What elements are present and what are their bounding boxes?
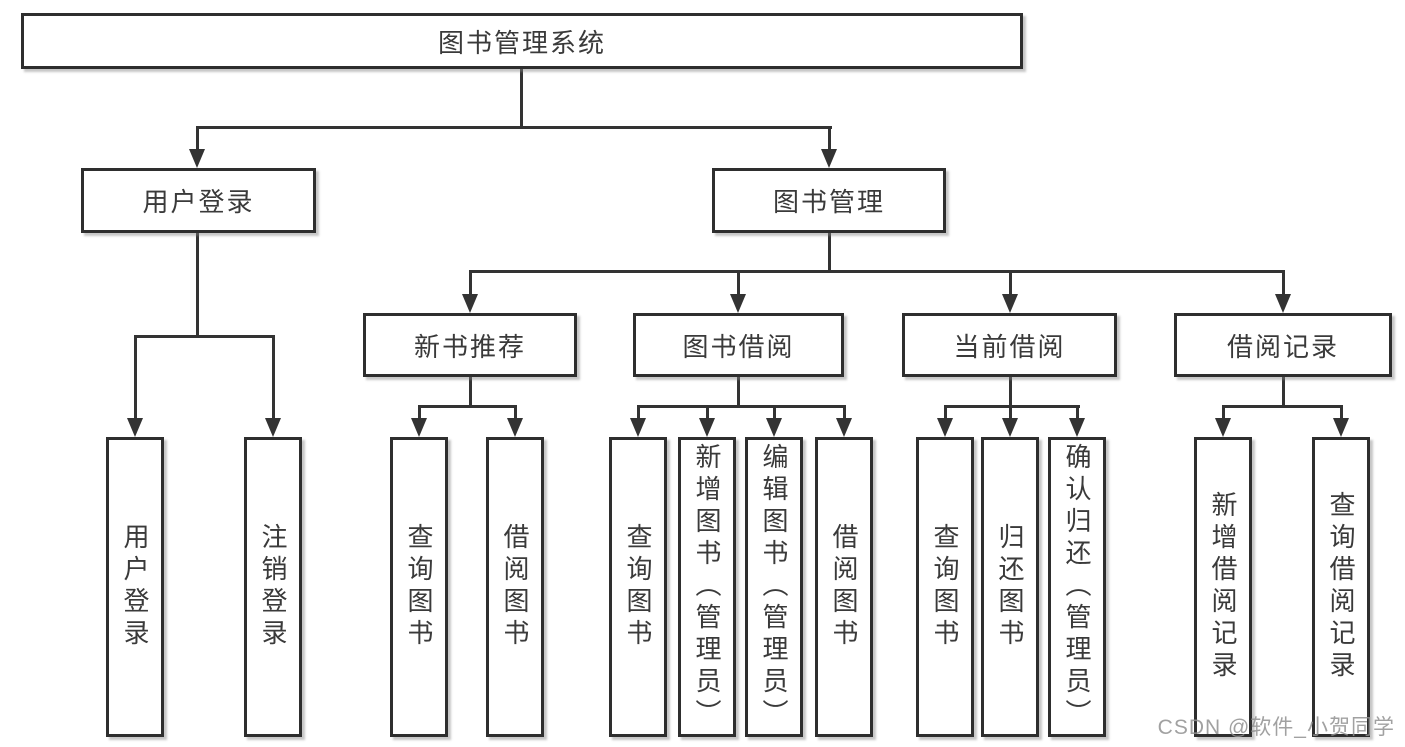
node-borrowing-records: 借阅记录 bbox=[1174, 313, 1392, 377]
connector-line-8 bbox=[737, 377, 740, 408]
arrowhead-icon-16 bbox=[1069, 418, 1085, 437]
arrowhead-icon-7 bbox=[1275, 294, 1291, 313]
arrowhead-icon-12 bbox=[766, 418, 782, 437]
connector-line-13 bbox=[1222, 405, 1343, 408]
arrow-shaft-11 bbox=[705, 406, 709, 422]
node-leaf-borrow-books-2: 借阅图书 bbox=[815, 437, 873, 737]
arrowhead-icon-5 bbox=[730, 294, 746, 313]
arrowhead-icon-17 bbox=[1215, 418, 1231, 437]
node-label-leaf-query-books-2: 查询图书 bbox=[623, 523, 653, 651]
arrowhead-icon-8 bbox=[411, 418, 427, 437]
arrowhead-icon-15 bbox=[1002, 418, 1018, 437]
arrow-shaft-15 bbox=[1008, 406, 1012, 422]
node-leaf-logout: 注销登录 bbox=[244, 437, 302, 737]
connector-line-12 bbox=[1282, 377, 1285, 408]
node-label-leaf-borrow-books-1: 借阅图书 bbox=[500, 523, 530, 651]
node-label-leaf-add-books: 新增图书（管理员） bbox=[692, 443, 722, 731]
node-root: 图书管理系统 bbox=[21, 13, 1023, 69]
connector-line-11 bbox=[944, 405, 1080, 408]
connector-line-0 bbox=[520, 68, 523, 128]
arrowhead-icon-4 bbox=[462, 294, 478, 313]
arrow-shaft-2 bbox=[133, 336, 137, 422]
node-leaf-borrow-books-1: 借阅图书 bbox=[486, 437, 544, 737]
node-leaf-query-books-2: 查询图书 bbox=[609, 437, 667, 737]
arrow-shaft-0 bbox=[195, 127, 199, 153]
node-new-book-recommend: 新书推荐 bbox=[363, 313, 577, 377]
arrow-shaft-7 bbox=[1281, 271, 1285, 298]
node-label-book-management: 图书管理 bbox=[772, 187, 885, 217]
arrowhead-icon-18 bbox=[1333, 418, 1349, 437]
node-book-management: 图书管理 bbox=[712, 168, 946, 233]
arrow-shaft-10 bbox=[636, 406, 640, 422]
node-label-borrowing-records: 借阅记录 bbox=[1226, 331, 1339, 362]
arrowhead-icon-6 bbox=[1002, 294, 1018, 313]
connector-line-4 bbox=[828, 233, 831, 272]
node-label-leaf-query-books-1: 查询图书 bbox=[404, 523, 434, 651]
node-label-leaf-confirm-return: 确认归还（管理员） bbox=[1062, 443, 1092, 731]
arrow-shaft-6 bbox=[1008, 271, 1012, 298]
arrowhead-icon-1 bbox=[821, 149, 837, 168]
connector-line-7 bbox=[418, 405, 517, 408]
arrowhead-icon-14 bbox=[937, 418, 953, 437]
node-label-root: 图书管理系统 bbox=[437, 27, 606, 58]
node-label-leaf-user-login: 用户登录 bbox=[120, 523, 150, 651]
arrow-shaft-8 bbox=[417, 406, 421, 422]
node-label-leaf-return-books: 归还图书 bbox=[995, 523, 1025, 651]
arrow-shaft-1 bbox=[827, 127, 831, 153]
arrowhead-icon-13 bbox=[836, 418, 852, 437]
node-leaf-add-borrow-rec: 新增借阅记录 bbox=[1194, 437, 1252, 737]
node-leaf-user-login: 用户登录 bbox=[106, 437, 164, 737]
connector-line-1 bbox=[196, 126, 832, 129]
arrowhead-icon-0 bbox=[189, 149, 205, 168]
node-leaf-return-books: 归还图书 bbox=[981, 437, 1039, 737]
arrow-shaft-3 bbox=[271, 336, 275, 422]
node-label-leaf-borrow-books-2: 借阅图书 bbox=[829, 523, 859, 651]
node-leaf-query-borrow-rec: 查询借阅记录 bbox=[1312, 437, 1370, 737]
connector-line-6 bbox=[469, 377, 472, 408]
node-leaf-query-books-1: 查询图书 bbox=[390, 437, 448, 737]
connector-line-5 bbox=[469, 270, 1285, 273]
node-leaf-query-books-3: 查询图书 bbox=[916, 437, 974, 737]
arrowhead-icon-10 bbox=[630, 418, 646, 437]
connector-line-9 bbox=[637, 405, 846, 408]
arrow-shaft-18 bbox=[1339, 406, 1343, 422]
arrow-shaft-17 bbox=[1221, 406, 1225, 422]
node-current-borrowing: 当前借阅 bbox=[902, 313, 1117, 377]
node-user-login: 用户登录 bbox=[81, 168, 316, 233]
arrow-shaft-16 bbox=[1075, 406, 1079, 422]
node-leaf-confirm-return: 确认归还（管理员） bbox=[1048, 437, 1106, 737]
arrowhead-icon-3 bbox=[265, 418, 281, 437]
node-label-book-borrowing: 图书借阅 bbox=[682, 331, 795, 362]
node-book-borrowing: 图书借阅 bbox=[633, 313, 844, 377]
arrowhead-icon-2 bbox=[127, 418, 143, 437]
arrow-shaft-14 bbox=[943, 406, 947, 422]
connector-line-10 bbox=[1009, 377, 1012, 408]
arrow-shaft-5 bbox=[736, 271, 740, 298]
arrow-shaft-9 bbox=[513, 406, 517, 422]
node-label-user-login: 用户登录 bbox=[142, 187, 255, 217]
arrow-shaft-12 bbox=[772, 406, 776, 422]
node-leaf-edit-books: 编辑图书（管理员） bbox=[745, 437, 803, 737]
node-label-new-book-recommend: 新书推荐 bbox=[413, 331, 526, 362]
arrow-shaft-13 bbox=[842, 406, 846, 422]
connector-line-3 bbox=[134, 335, 275, 338]
node-label-leaf-edit-books: 编辑图书（管理员） bbox=[759, 443, 789, 731]
node-label-leaf-add-borrow-rec: 新增借阅记录 bbox=[1208, 491, 1238, 683]
arrowhead-icon-11 bbox=[699, 418, 715, 437]
node-label-leaf-query-borrow-rec: 查询借阅记录 bbox=[1326, 491, 1356, 683]
node-label-leaf-query-books-3: 查询图书 bbox=[930, 523, 960, 651]
connector-line-2 bbox=[196, 233, 199, 337]
node-label-leaf-logout: 注销登录 bbox=[258, 523, 288, 651]
node-label-current-borrowing: 当前借阅 bbox=[953, 331, 1066, 362]
arrowhead-icon-9 bbox=[507, 418, 523, 437]
node-leaf-add-books: 新增图书（管理员） bbox=[678, 437, 736, 737]
arrow-shaft-4 bbox=[468, 271, 472, 298]
